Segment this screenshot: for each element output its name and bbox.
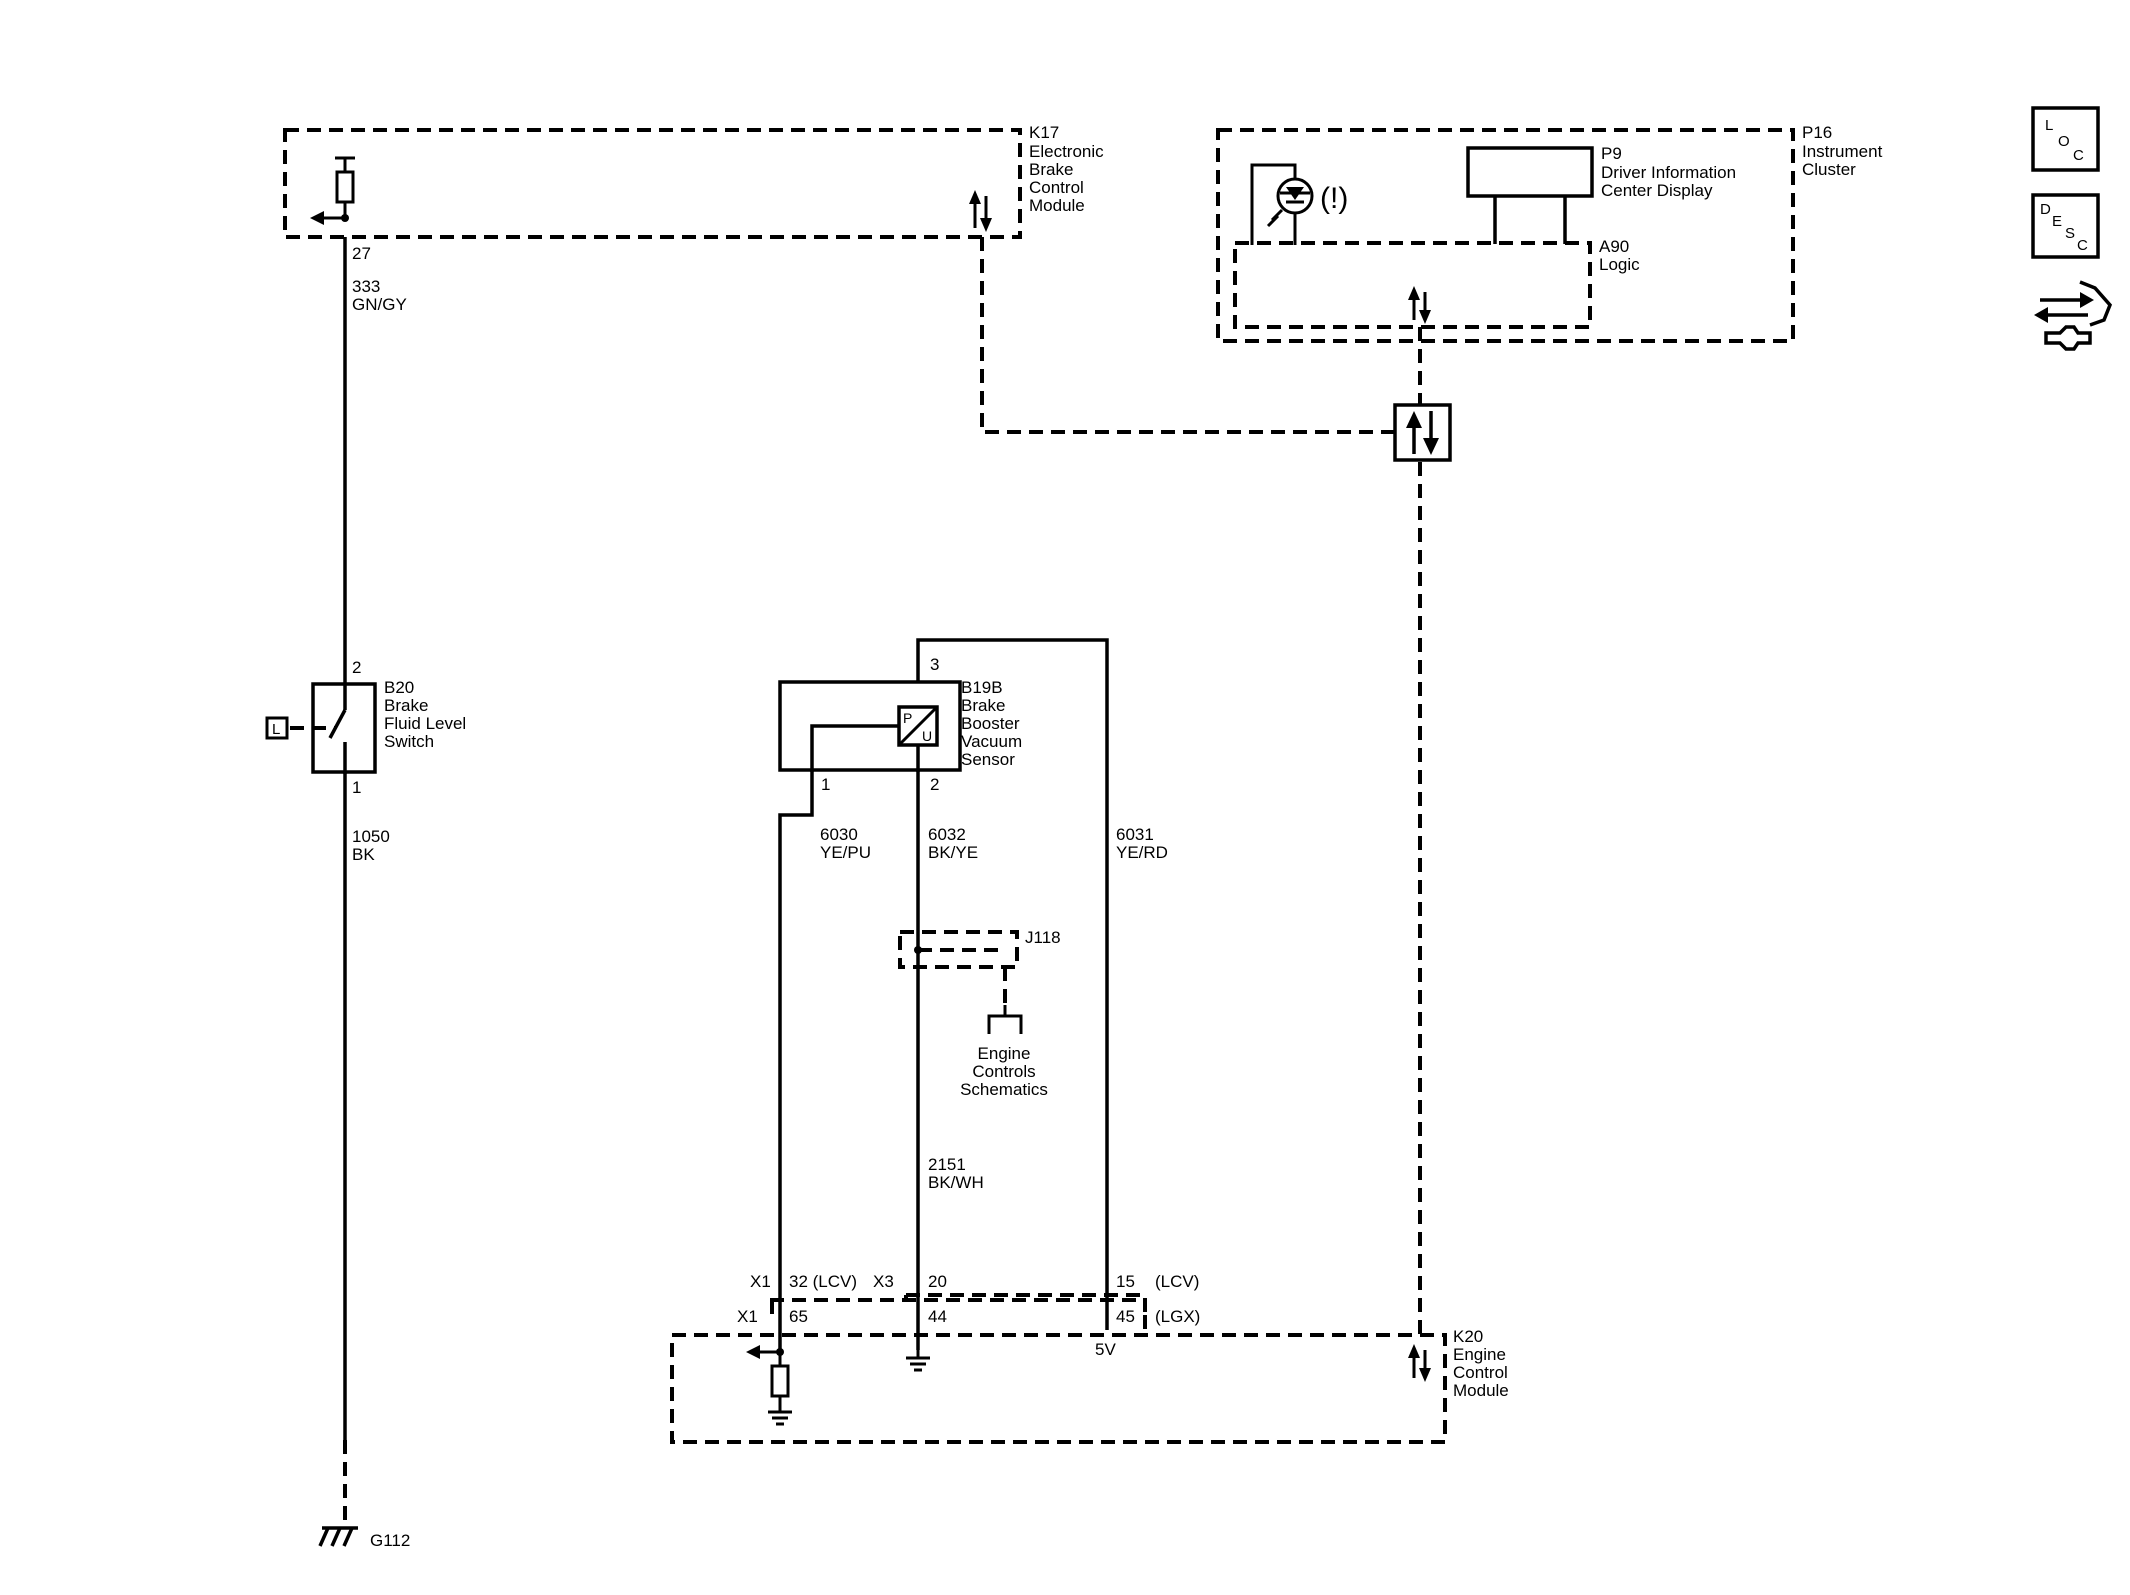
desc-s: S (2065, 225, 2075, 242)
b19b-pin-1: 1 (821, 775, 830, 794)
wire-6030-number: 6030 (820, 825, 858, 844)
k20-5v-reference: 5V (1095, 1340, 1116, 1359)
g112-label: G112 (370, 1531, 410, 1550)
connector-x3-pin-15: 15 (1116, 1272, 1135, 1291)
p16-id: P16 (1802, 123, 1832, 142)
desc-e: E (2052, 213, 2062, 230)
p16-name-line2: Cluster (1802, 160, 1856, 179)
wire-6030-color: YE/PU (820, 843, 871, 862)
b20-name-line2: Fluid Level (384, 714, 466, 733)
k20-name-line1: Engine (1453, 1345, 1506, 1364)
serial-data-splice-icon[interactable] (1393, 403, 1452, 462)
desc-button[interactable]: D E S C (2031, 193, 2100, 259)
k17-module[interactable]: K17 Electronic Brake Control Module (283, 123, 1104, 239)
b19b-name-line4: Sensor (961, 750, 1015, 769)
p9-display[interactable] (1466, 146, 1594, 244)
p9-name-line1: Driver Information (1601, 163, 1736, 182)
k20-module[interactable]: 5V (670, 1333, 1447, 1444)
sensor-u-label: U (922, 728, 932, 744)
k20-id: K20 (1453, 1327, 1483, 1346)
b20-pin-2: 2 (352, 658, 361, 677)
b20-switch[interactable]: L (265, 682, 377, 774)
k20-data-arrows-icon (1408, 1344, 1431, 1382)
j118-splice-pack[interactable] (898, 930, 1023, 1034)
connector-x1-pin-44: 44 (928, 1307, 947, 1326)
brake-warning-symbol: (!) (1320, 182, 1348, 215)
p16-name-line1: Instrument (1802, 142, 1883, 161)
desc-c: C (2077, 237, 2088, 254)
j118-id: J118 (1025, 928, 1061, 947)
b19b-pin-2: 2 (930, 775, 939, 794)
wire-333-number: 333 (352, 277, 380, 296)
sensor-p-label: P (903, 710, 912, 726)
loc-c: C (2073, 147, 2084, 164)
engine-controls-line1: Engine (978, 1044, 1031, 1063)
b19b-name-line2: Booster (961, 714, 1020, 733)
a90-logic[interactable] (1233, 241, 1592, 329)
p9-name-line2: Center Display (1601, 181, 1713, 200)
a90-name-line1: Logic (1599, 255, 1640, 274)
k20-name-line2: Control (1453, 1363, 1508, 1382)
k17-name-line3: Control (1029, 178, 1084, 197)
b19b-pin-3: 3 (930, 655, 939, 674)
engine-controls-schematics-link[interactable]: Engine Controls Schematics (960, 1044, 1048, 1099)
connector-x3-lcv: (LCV) (1155, 1272, 1199, 1291)
b19b-name-line3: Vacuum (961, 732, 1022, 751)
connector-x1-pin-45: 45 (1116, 1307, 1135, 1326)
wire-6031-loop[interactable] (916, 638, 1109, 1330)
connector-x1-lgx: (LGX) (1155, 1307, 1200, 1326)
wire-6032-color: BK/YE (928, 843, 978, 862)
b20-l-label: L (272, 721, 280, 738)
b20-pin-1: 1 (352, 778, 361, 797)
connector-x1-lower: X1 (737, 1307, 758, 1326)
loc-o: O (2058, 133, 2070, 150)
k17-id: K17 (1029, 123, 1059, 142)
wire-6031-color: YE/RD (1116, 843, 1168, 862)
k20-pullup-resistor-icon (746, 1345, 792, 1426)
b19b-name-line1: Brake (961, 696, 1005, 715)
b19b-id: B19B (961, 678, 1003, 697)
brake-warning-indicator-icon: (!) (1250, 163, 1348, 245)
k17-data-arrows-icon (969, 190, 992, 232)
wire-6030[interactable] (778, 770, 814, 1352)
engine-controls-line3: Schematics (960, 1080, 1048, 1099)
k17-name-line1: Electronic (1029, 142, 1104, 161)
connector-x1-pin-32: 32 (LCV) (789, 1272, 857, 1291)
connector-x1-upper: X1 (750, 1272, 771, 1291)
wire-1050-number: 1050 (352, 827, 390, 846)
wire-2151-color: BK/WH (928, 1173, 984, 1192)
p16-module[interactable]: P16 Instrument Cluster (1216, 123, 1883, 343)
wire-2151-number: 2151 (928, 1155, 966, 1174)
loc-l: L (2045, 117, 2053, 134)
p9-id: P9 (1601, 144, 1622, 163)
k17-name-line2: Brake (1029, 160, 1073, 179)
wire-6031-number: 6031 (1116, 825, 1154, 844)
k17-pullup-resistor-icon (310, 156, 355, 225)
wire-1050-color: BK (352, 845, 375, 864)
b20-name-line1: Brake (384, 696, 428, 715)
b20-id: B20 (384, 678, 414, 697)
k17-pin-27: 27 (352, 244, 371, 263)
serial-data-bus-k17[interactable] (980, 237, 1395, 434)
engine-controls-line2: Controls (972, 1062, 1035, 1081)
connector-tool-icon[interactable] (2034, 280, 2113, 351)
loc-button[interactable]: L O C (2031, 106, 2100, 172)
wire-333-color: GN/GY (352, 295, 407, 314)
a90-data-arrows-icon (1408, 286, 1431, 324)
k17-name-line4: Module (1029, 196, 1085, 215)
k20-name-line3: Module (1453, 1381, 1509, 1400)
desc-d: D (2040, 201, 2051, 218)
g112-ground-icon (318, 1526, 358, 1547)
a90-id: A90 (1599, 237, 1629, 256)
b19b-sensor[interactable]: P U (778, 680, 962, 772)
connector-x1-pin-65: 65 (789, 1307, 808, 1326)
connector-x3-pin-20: 20 (928, 1272, 947, 1291)
connector-x3-label: X3 (873, 1272, 894, 1291)
wire-6032-number: 6032 (928, 825, 966, 844)
k20-low-reference-ground-icon (906, 1350, 930, 1372)
b20-name-line3: Switch (384, 732, 434, 751)
